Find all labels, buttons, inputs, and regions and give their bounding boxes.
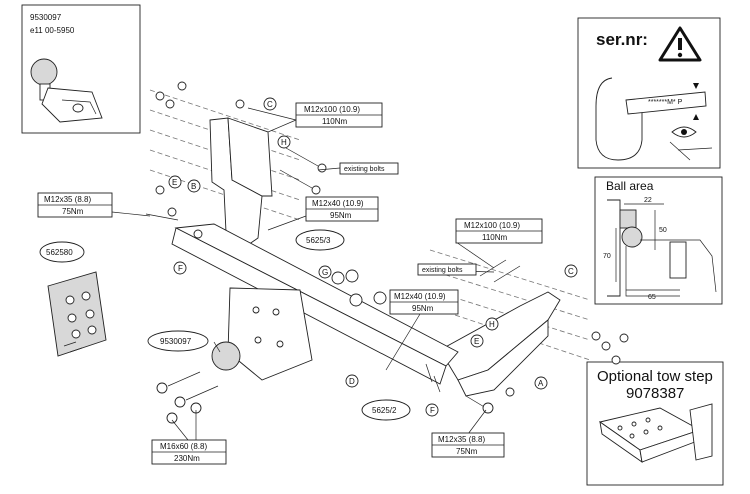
callout-text: E xyxy=(172,178,177,187)
existing-bolts-text: existing bolts xyxy=(344,166,385,173)
callout-h-left: H xyxy=(277,135,291,149)
existing-bolts-text: existing bolts xyxy=(422,267,463,274)
tow-step-line1: Optional tow step xyxy=(597,368,713,385)
spec-bolt-text: M12x35 (8.8) xyxy=(438,435,485,444)
existing-bolts-label-top: existing bolts xyxy=(339,162,399,175)
leader-lines xyxy=(111,107,495,441)
ball-insert-panel: 9530097 e11 00-5950 xyxy=(21,4,141,134)
hardware-center-right xyxy=(331,259,629,414)
ball-area-title: Ball area xyxy=(606,179,654,193)
spec-bolt-text: M12x100 (10.9) xyxy=(464,221,520,230)
callout-text: H xyxy=(489,320,495,329)
callout-e-right: E xyxy=(470,334,484,348)
bubble-5625-2: 5625/2 xyxy=(361,399,411,421)
callout-g: G xyxy=(318,265,332,279)
ball-area-dim-22: 22 xyxy=(644,197,652,204)
callout-text: E xyxy=(474,337,479,346)
arrow-up-icon xyxy=(693,114,699,120)
callout-f-left: F xyxy=(173,261,187,275)
bubble-9530097: 9530097 xyxy=(147,330,209,352)
callout-text: G xyxy=(322,268,328,277)
kit-562580: 562580 xyxy=(39,241,107,357)
tow-step-drawing xyxy=(598,403,713,463)
bubble-text: 5625/2 xyxy=(372,406,397,415)
callout-h-right: H xyxy=(485,317,499,331)
tow-step-panel: Optional tow step 9078387 xyxy=(586,361,724,486)
kit-label: 562580 xyxy=(46,248,73,257)
spec-m12x40-right: M12x40 (10.9) 95Nm xyxy=(389,289,459,315)
bubble-text: 5625/3 xyxy=(306,236,331,245)
hardware-left-top xyxy=(145,81,327,239)
spec-m12x100-left: M12x100 (10.9) 110Nm xyxy=(295,102,383,128)
ball-area-dim-70: 70 xyxy=(603,253,611,260)
bubble-5625-3: 5625/3 xyxy=(295,229,345,251)
callout-f-right: F xyxy=(425,403,439,417)
spec-m12x35-right: M12x35 (8.8) 75Nm xyxy=(431,432,505,458)
callout-text: C xyxy=(568,267,574,276)
warning-triangle-icon xyxy=(658,26,702,62)
spec-torque-text: 75Nm xyxy=(456,447,478,456)
cross-bar-front xyxy=(171,227,447,385)
ball-insert-code: 9530097 xyxy=(30,13,62,22)
ball-area-panel: Ball area 22 50 70 65 xyxy=(594,176,723,305)
ball-insert-approval: e11 00-5950 xyxy=(30,26,75,35)
existing-bolts-label-right: existing bolts xyxy=(417,263,477,276)
callout-d: D xyxy=(345,374,359,388)
ball-mount-plate xyxy=(227,287,313,381)
eye-icon xyxy=(669,126,713,161)
callout-text: D xyxy=(349,377,355,386)
spec-bolt-text: M12x100 (10.9) xyxy=(304,105,360,114)
spec-torque-text: 110Nm xyxy=(482,233,508,242)
serial-plate xyxy=(625,91,707,115)
tow-step-line2: 9078387 xyxy=(626,385,684,402)
spec-m16x60: M16x60 (8.8) 230Nm xyxy=(151,439,227,465)
left-bracket-side xyxy=(227,117,273,197)
spec-torque-text: 110Nm xyxy=(322,117,348,126)
spec-torque-text: 95Nm xyxy=(412,304,434,313)
bubble-text: 9530097 xyxy=(160,337,192,346)
spec-m12x35-left: M12x35 (8.8) 75Nm xyxy=(37,192,113,218)
callout-a: A xyxy=(534,376,548,390)
spec-m12x40-left: M12x40 (10.9) 95Nm xyxy=(305,196,379,222)
spec-bolt-text: M16x60 (8.8) xyxy=(160,442,207,451)
kit-bag xyxy=(47,271,107,357)
callout-text: F xyxy=(178,264,183,273)
kit-label-bubble xyxy=(39,241,85,263)
arrow-down-icon xyxy=(693,83,699,89)
m16-bolts xyxy=(156,371,219,424)
tow-ball-icon xyxy=(30,58,103,123)
serial-title: ser.nr: xyxy=(596,30,648,49)
callout-text: C xyxy=(267,100,273,109)
spec-bolt-text: M12x35 (8.8) xyxy=(44,195,91,204)
callout-c-right: C xyxy=(564,264,578,278)
callout-text: F xyxy=(430,406,435,415)
callout-letters: C H E B F G C H E D F A xyxy=(168,97,578,417)
callout-c-left: C xyxy=(263,97,277,111)
callout-text: A xyxy=(538,379,544,388)
tow-bar-assembly xyxy=(171,117,561,397)
tow-ball xyxy=(211,341,241,371)
spec-bolt-text: M12x40 (10.9) xyxy=(394,292,446,301)
ball-area-dim-50: 50 xyxy=(659,227,667,234)
spec-torque-text: 95Nm xyxy=(330,211,352,220)
spec-torque-text: 230Nm xyxy=(174,454,200,463)
spec-m12x100-right: M12x100 (10.9) 110Nm xyxy=(455,218,543,244)
ball-area-dim-65: 65 xyxy=(648,294,656,301)
callout-text: H xyxy=(281,138,287,147)
callout-text: B xyxy=(191,182,196,191)
serial-panel: ser.nr: *******M* P xyxy=(577,17,721,169)
callout-b: B xyxy=(187,179,201,193)
spec-torque-text: 75Nm xyxy=(62,207,84,216)
spec-bolt-text: M12x40 (10.9) xyxy=(312,199,364,208)
callout-e-left: E xyxy=(168,175,182,189)
serial-plate-text: *******M* P xyxy=(648,99,683,106)
